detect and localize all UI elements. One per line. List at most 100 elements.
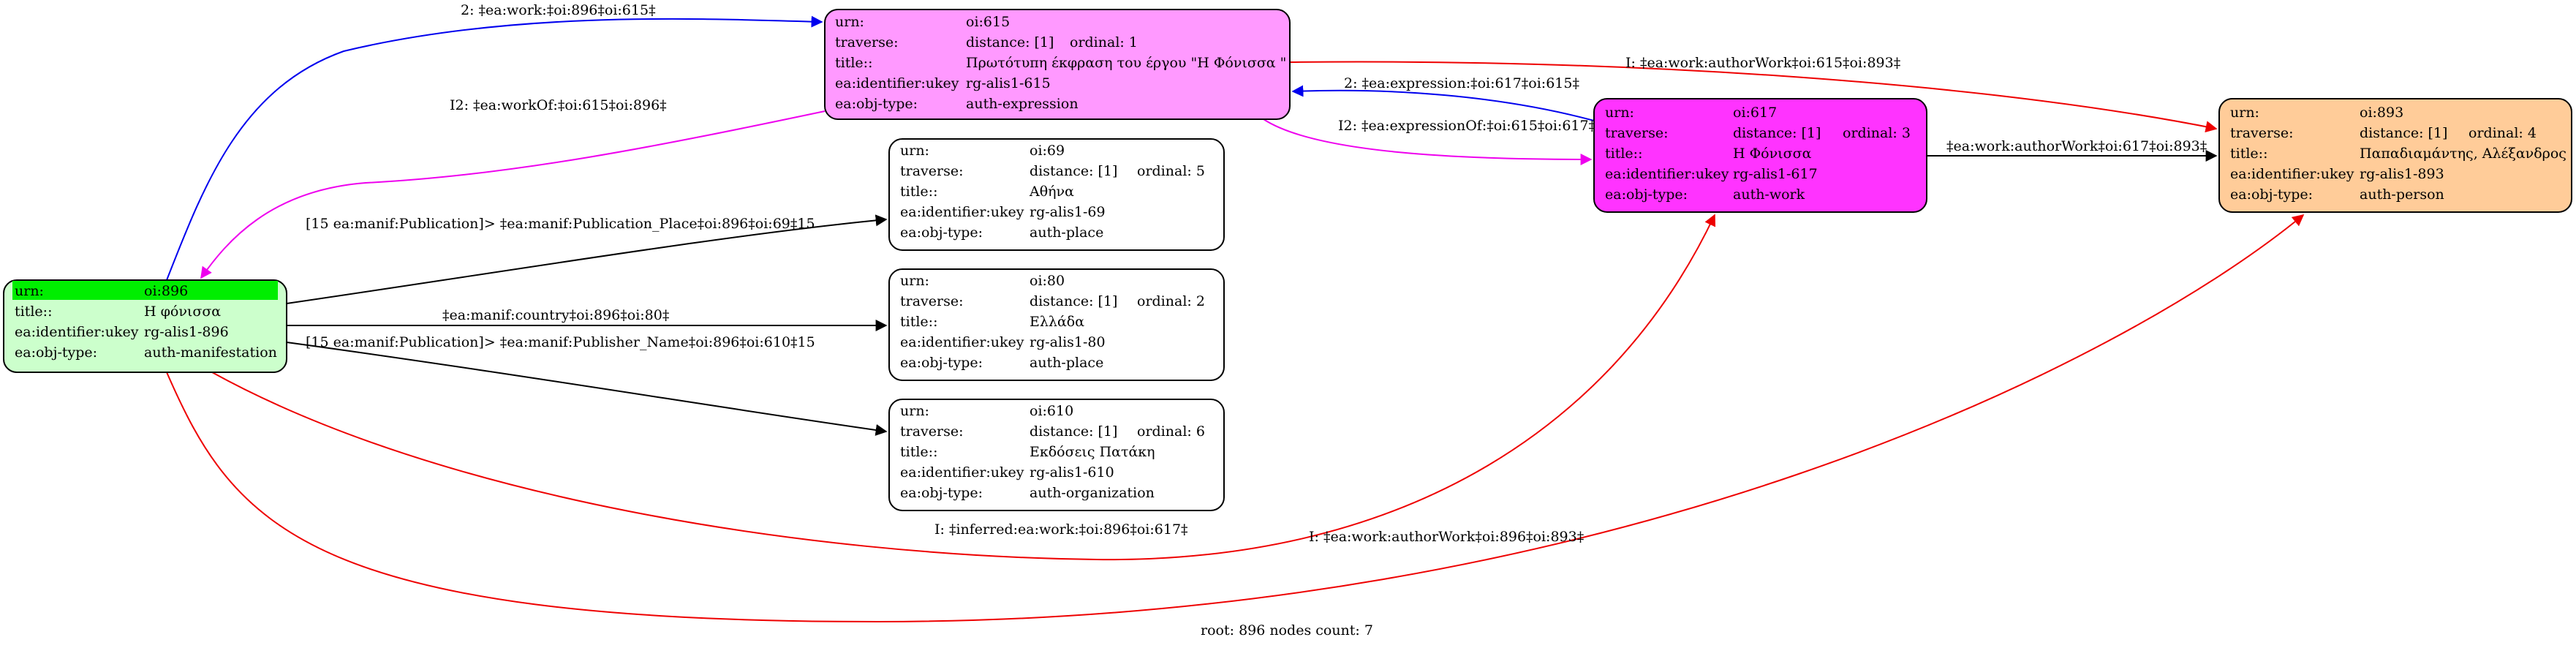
edge-label: I2: ‡ea:expressionOf:‡oi:615‡oi:617‡ — [1338, 118, 1595, 134]
edge-line — [286, 342, 888, 436]
field-label: title:: — [1605, 146, 1642, 162]
field-value: auth-place — [1030, 225, 1103, 241]
edge-line — [1263, 118, 1593, 165]
field-value: auth-work — [1733, 187, 1805, 203]
edge-author-896-893: I: ‡ea:work:authorWork‡oi:896‡oi:893‡ — [166, 214, 2305, 623]
field-label: title:: — [900, 314, 937, 330]
edge-workof-615-896: I2: ‡ea:workOf:‡oi:615‡oi:896‡ — [200, 97, 826, 279]
field-value: oi:610 — [1030, 403, 1073, 419]
edge-expr-617-615: 2: ‡ea:expression:‡oi:617‡oi:615‡ — [1291, 75, 1595, 121]
edge-exprof-615-617: I2: ‡ea:expressionOf:‡oi:615‡oi:617‡ — [1263, 118, 1595, 165]
field-label: title:: — [2230, 146, 2267, 162]
field-value: oi:615 — [966, 14, 1010, 30]
field-ordinal: ordinal: 4 — [2469, 125, 2537, 141]
field-value: rg-alis1-893 — [2360, 166, 2444, 182]
field-ordinal: ordinal: 6 — [1137, 423, 1205, 440]
field-value: oi:80 — [1030, 273, 1065, 289]
edge-line — [166, 15, 823, 281]
edge-line — [211, 214, 1716, 561]
edge-inferred-896-617: I: ‡inferred:ea:work:‡oi:896‡oi:617‡ — [211, 214, 1716, 561]
edge-line — [286, 214, 888, 304]
field-label: ea:obj-type: — [900, 355, 983, 371]
field-ordinal: ordinal: 5 — [1137, 163, 1205, 179]
edge-label: [15 ea:manif:Publication]> ‡ea:manif:Pub… — [306, 216, 815, 232]
field-value: rg-alis1-615 — [966, 75, 1051, 91]
field-label: traverse: — [1605, 125, 1669, 141]
field-value: Εκδόσεις Πατάκη — [1030, 444, 1155, 460]
field-value: oi:893 — [2360, 105, 2403, 121]
field-label: ea:identifier:ukey — [1605, 166, 1729, 182]
node-box — [2218, 98, 2572, 213]
nodes-layer: urn: oi:615 traverse: distance: [1] ordinal:… — [3, 9, 2572, 511]
field-label: ea:obj-type: — [900, 485, 983, 501]
field-value: auth-expression — [966, 96, 1079, 112]
field-value: Η Φόνισσα — [1733, 146, 1812, 162]
field-value: auth-organization — [1030, 485, 1155, 501]
field-value: rg-alis1-610 — [1030, 464, 1114, 481]
field-label: traverse: — [900, 293, 964, 309]
field-label: ea:identifier:ukey — [2230, 166, 2354, 182]
field-label: ea:identifier:ukey — [900, 204, 1024, 220]
field-label: ea:identifier:ukey — [900, 464, 1024, 481]
field-label: urn: — [2230, 105, 2259, 121]
field-label: urn: — [15, 283, 44, 299]
field-label: ea:identifier:ukey — [15, 324, 139, 340]
field-value: rg-alis1-617 — [1733, 166, 1818, 182]
field-value: Παπαδιαμάντης, Αλέξανδρος — [2360, 146, 2566, 162]
field-value: distance: [1] — [1030, 293, 1117, 309]
edge-label: ‡ea:manif:country‡oi:896‡oi:80‡ — [442, 307, 669, 323]
graph-footer: root: 896 nodes count: 7 — [1201, 622, 1373, 638]
edge-label: [15 ea:manif:Publication]> ‡ea:manif:Pub… — [306, 334, 815, 350]
field-label: traverse: — [900, 163, 964, 179]
field-value: distance: [1] — [1030, 163, 1117, 179]
edge-label: 2: ‡ea:expression:‡oi:617‡oi:615‡ — [1344, 75, 1579, 91]
node-box — [3, 279, 287, 373]
edge-label: 2: ‡ea:work:‡oi:896‡oi:615‡ — [461, 2, 656, 18]
field-ordinal: ordinal: 3 — [1843, 125, 1911, 141]
edge-label: I2: ‡ea:workOf:‡oi:615‡oi:896‡ — [450, 97, 667, 113]
edge-publisher-896-610: [15 ea:manif:Publication]> ‡ea:manif:Pub… — [286, 334, 888, 436]
edge-label: I: ‡ea:work:authorWork‡oi:896‡oi:893‡ — [1309, 529, 1584, 545]
field-label: ea:obj-type: — [15, 344, 97, 361]
field-value: auth-manifestation — [144, 344, 277, 361]
field-value: distance: [1] — [1030, 423, 1117, 440]
field-ordinal: ordinal: 2 — [1137, 293, 1205, 309]
field-value: distance: [1] — [1733, 125, 1821, 141]
field-value: oi:69 — [1030, 143, 1065, 159]
edge-line — [166, 214, 2305, 623]
edge-place-896-69: [15 ea:manif:Publication]> ‡ea:manif:Pub… — [286, 214, 888, 304]
node-box — [1593, 98, 1927, 213]
field-label: ea:obj-type: — [2230, 187, 2313, 203]
field-value: Αθήνα — [1029, 184, 1074, 200]
edge-author-617-893: ‡ea:work:authorWork‡oi:617‡oi:893‡ — [1927, 138, 2218, 162]
field-ordinal: ordinal: 1 — [1070, 34, 1138, 50]
field-label: traverse: — [835, 34, 899, 50]
field-value: auth-person — [2360, 187, 2444, 203]
edge-label: I: ‡inferred:ea:work:‡oi:896‡oi:617‡ — [934, 521, 1188, 538]
node-box — [888, 399, 1225, 511]
field-label: ea:identifier:ukey — [835, 75, 959, 91]
field-label: title:: — [900, 184, 937, 200]
field-value: rg-alis1-80 — [1030, 334, 1106, 350]
root-highlight — [12, 281, 278, 300]
field-label: ea:obj-type: — [1605, 187, 1688, 203]
field-label: urn: — [835, 14, 864, 30]
edge-line — [1291, 85, 1595, 121]
edge-label: I: ‡ea:work:authorWork‡oi:615‡oi:893‡ — [1625, 55, 1900, 71]
edges-layer: 2: ‡ea:work:‡oi:896‡oi:615‡ I2: ‡ea:workO… — [166, 2, 2305, 623]
field-value: Ελλάδα — [1030, 314, 1084, 330]
field-label: title:: — [835, 55, 872, 71]
field-value: Η φόνισσα — [144, 304, 221, 320]
field-value: rg-alis1-896 — [144, 324, 229, 340]
field-label: urn: — [900, 403, 929, 419]
field-value: oi:617 — [1733, 105, 1777, 121]
node-box — [824, 9, 1291, 120]
